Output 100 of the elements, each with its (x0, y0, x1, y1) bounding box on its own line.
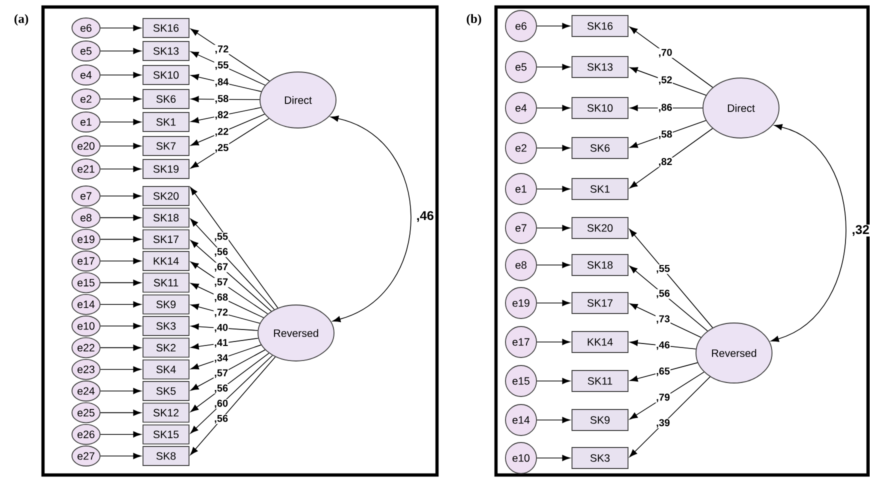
indicator-box: SK12 (142, 402, 190, 423)
edge-label: ,25 (214, 144, 230, 154)
arrow (100, 452, 142, 460)
arrow (100, 410, 142, 416)
indicator-box: SK3 (572, 447, 628, 469)
indicator-box: SK11 (572, 370, 628, 392)
edge-label: ,39 (656, 418, 670, 428)
edge-label: ,86 (658, 103, 673, 113)
arrow (536, 144, 570, 152)
arrow (190, 304, 260, 324)
indicator-box: SK1 (572, 178, 628, 200)
arrow (100, 214, 142, 221)
edge-label: ,65 (656, 367, 670, 377)
edge-label: ,67 (214, 262, 229, 272)
arrow (629, 376, 710, 458)
edge-label: ,40 (214, 323, 229, 333)
arrow (100, 48, 142, 54)
edge-label: ,82 (214, 110, 230, 120)
arrow (100, 301, 142, 308)
indicator-box: SK16 (142, 18, 190, 38)
edge-label: ,56 (656, 289, 670, 299)
arrow (630, 372, 704, 420)
arrow (190, 324, 258, 331)
indicator-box: SK9 (142, 294, 190, 314)
indicator-box: SK18 (142, 208, 190, 228)
arrow (190, 356, 276, 456)
curved-arrow (330, 116, 412, 322)
indicator-box: SK1 (142, 112, 190, 132)
indicator-box: SK18 (572, 254, 628, 276)
indicator-box: SK16 (572, 15, 628, 37)
edge-label: ,52 (658, 76, 673, 86)
arrow (536, 262, 570, 268)
arrow (629, 228, 714, 328)
arrow (190, 338, 259, 350)
edge-label: ,84 (214, 78, 230, 88)
arrow (100, 118, 142, 126)
arrow (100, 366, 142, 372)
indicator-box: SK13 (142, 41, 190, 61)
indicator-box: SK6 (142, 89, 190, 109)
arrow (100, 96, 142, 102)
arrow (630, 340, 696, 350)
arrow (190, 107, 262, 124)
arrow (100, 388, 142, 394)
arrow (100, 24, 142, 32)
edge-label: ,58 (214, 94, 230, 104)
edge-label: ,73 (656, 314, 670, 324)
arrow (536, 186, 570, 192)
indicator-box: SK3 (142, 316, 190, 336)
edge-label: ,46 (656, 340, 670, 350)
arrow (536, 378, 570, 384)
edge-label: ,55 (214, 60, 230, 70)
arrow (629, 266, 708, 332)
arrow (190, 118, 270, 168)
arrow (536, 104, 570, 112)
arrow (190, 349, 266, 391)
arrow (100, 280, 142, 286)
edge-label: ,56 (214, 248, 229, 258)
arrow (190, 355, 273, 434)
edge-label: ,72 (214, 44, 230, 54)
edge-label: ,60 (214, 399, 229, 409)
edge-label: ,56 (214, 384, 229, 394)
indicator-box: SK5 (142, 381, 190, 401)
arrow (190, 114, 266, 146)
arrow (190, 218, 275, 310)
indicator-box: SK17 (142, 229, 190, 250)
arrow (190, 96, 260, 102)
arrow (100, 236, 142, 242)
edge-label: ,32 (851, 224, 870, 236)
edge-label: ,82 (658, 158, 673, 168)
indicator-box: SK8 (142, 446, 190, 466)
indicator-box: SK19 (142, 159, 190, 179)
arrow (190, 240, 272, 312)
arrow (190, 28, 270, 82)
arrow (190, 187, 278, 308)
edge-label: ,46 (416, 210, 434, 222)
arrow (536, 224, 570, 232)
indicator-box: KK14 (142, 251, 190, 271)
arrow (536, 338, 570, 346)
indicator-box: KK14 (572, 331, 628, 353)
arrow (536, 416, 570, 424)
edge-label: ,70 (658, 48, 673, 58)
arrow (630, 67, 706, 96)
arrow (629, 26, 714, 88)
arrow (190, 344, 262, 370)
arrow (630, 104, 703, 112)
indicator-box: SK4 (142, 359, 190, 380)
edge-label: ,58 (658, 130, 673, 140)
arrow (190, 283, 264, 318)
arrow (630, 303, 702, 338)
curved-arrow (770, 124, 846, 342)
indicator-box: SK9 (572, 409, 628, 431)
edge-label: ,79 (656, 393, 670, 403)
arrow (630, 362, 698, 382)
edge-label: ,57 (214, 278, 229, 288)
edge-label: ,57 (214, 368, 229, 378)
arrow (100, 142, 142, 150)
indicator-box: SK20 (142, 186, 190, 206)
arrow (100, 166, 142, 172)
edge-label: ,41 (214, 338, 229, 348)
arrow (100, 431, 142, 438)
